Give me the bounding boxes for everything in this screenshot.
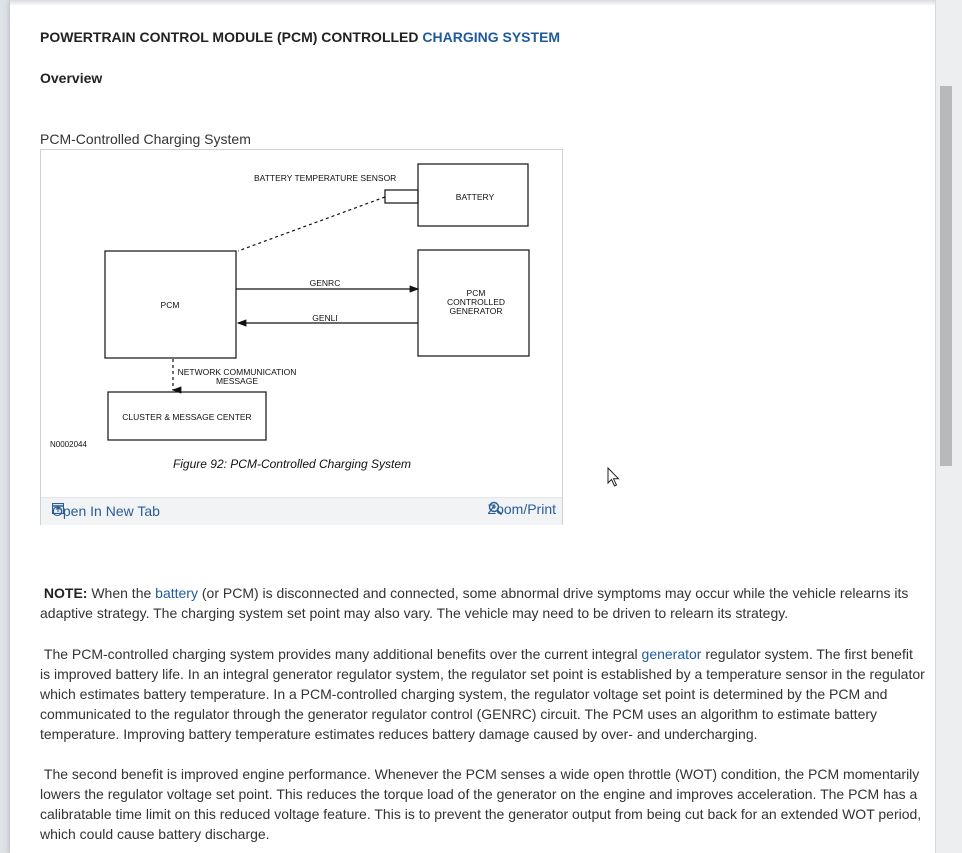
- zoom-print-label: Zoom/Print: [487, 501, 556, 517]
- figure-title: PCM-Controlled Charging System: [40, 131, 251, 147]
- label-genli: GENLI: [312, 313, 338, 323]
- label-gen-line3: GENERATOR: [449, 306, 502, 316]
- vertical-scrollbar[interactable]: [935, 0, 962, 853]
- sensor-dashed-line: [237, 196, 386, 252]
- generator-link[interactable]: generator: [641, 646, 702, 662]
- note-text-post: (or PCM) is disconnected and connected, …: [40, 585, 909, 621]
- label-battery-temp-sensor: BATTERY TEMPERATURE SENSOR: [254, 173, 396, 183]
- temp-sensor-box: [384, 189, 419, 204]
- charging-system-link[interactable]: CHARGING SYSTEM: [422, 29, 561, 45]
- label-cluster: CLUSTER & MESSAGE CENTER: [122, 412, 251, 422]
- overview-heading: Overview: [40, 70, 103, 86]
- open-tab-icon: [52, 503, 64, 514]
- label-gen-line2: CONTROLLED: [447, 297, 505, 307]
- generator-box: [417, 249, 530, 357]
- open-in-new-tab-label: Open In New Tab: [52, 503, 160, 519]
- benefit-paragraph-2: The second benefit is improved engine pe…: [40, 764, 926, 844]
- pcm-box: [104, 250, 237, 359]
- note-label: NOTE:: [43, 585, 88, 601]
- label-battery: BATTERY: [456, 192, 495, 202]
- label-network-line1: NETWORK COMMUNICATION: [178, 367, 297, 377]
- note-text-pre: When the: [91, 585, 152, 601]
- charging-system-diagram: BATTERY TEMPERATURE SENSOR BATTERY PCM G…: [50, 163, 530, 471]
- section-title: POWERTRAIN CONTROL MODULE (PCM) CONTROLL…: [40, 29, 560, 45]
- figure-footer: Open In New Tab Zoom/Print: [41, 497, 562, 525]
- section-title-text: POWERTRAIN CONTROL MODULE (PCM) CONTROLL…: [40, 29, 419, 45]
- open-in-new-tab-link[interactable]: Open In New Tab: [52, 503, 160, 519]
- scrollbar-thumb[interactable]: [940, 86, 952, 466]
- mouse-cursor-icon: [607, 467, 620, 487]
- para2-text: The second benefit is improved engine pe…: [40, 766, 922, 842]
- figure-code: N0002044: [50, 440, 87, 449]
- figure-container: BATTERY TEMPERATURE SENSOR BATTERY PCM G…: [40, 149, 563, 525]
- battery-link[interactable]: battery: [155, 585, 198, 601]
- benefit-paragraph-1: The PCM-controlled charging system provi…: [40, 644, 926, 744]
- zoom-icon: [488, 501, 502, 516]
- label-gen-line1: PCM: [467, 288, 486, 298]
- para1-text-post: regulator system. The first benefit is i…: [40, 646, 925, 742]
- cluster-box: [107, 391, 267, 441]
- document-panel: POWERTRAIN CONTROL MODULE (PCM) CONTROLL…: [10, 0, 935, 853]
- label-network-line2: MESSAGE: [216, 376, 258, 386]
- label-genrc: GENRC: [310, 278, 341, 288]
- figure-caption: Figure 92: PCM-Controlled Charging Syste…: [173, 457, 411, 471]
- label-pcm: PCM: [161, 300, 180, 310]
- para1-text-pre: The PCM-controlled charging system provi…: [43, 646, 638, 662]
- top-shadow: [10, 0, 935, 6]
- zoom-print-link[interactable]: Zoom/Print: [488, 501, 556, 517]
- note-paragraph: NOTE: When the battery (or PCM) is disco…: [40, 583, 926, 623]
